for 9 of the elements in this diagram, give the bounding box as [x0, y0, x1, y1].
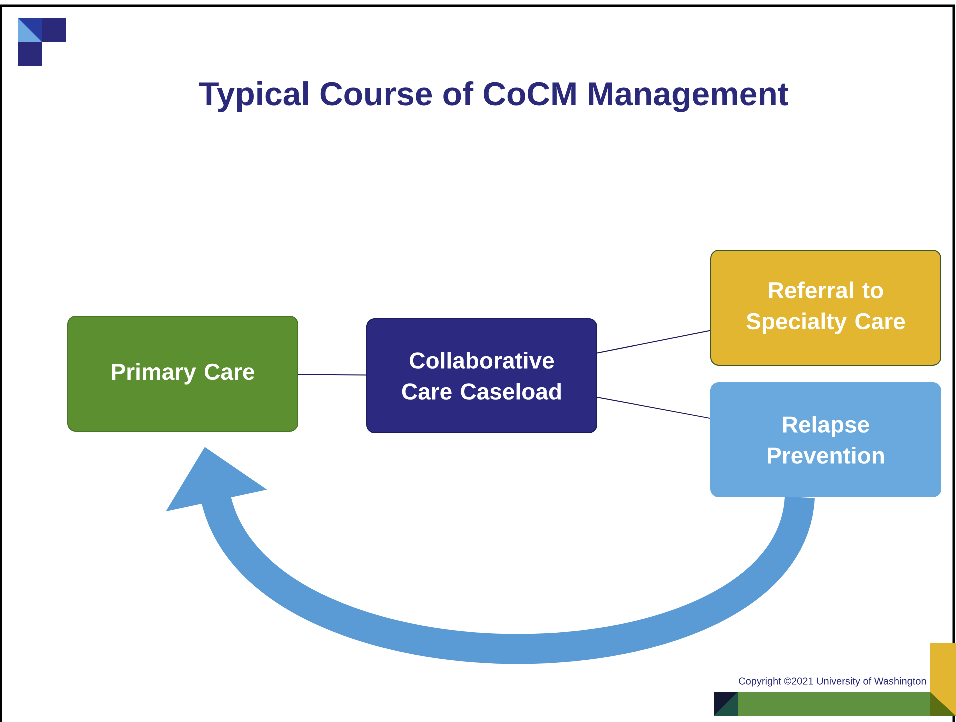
connector-line — [597, 396, 711, 420]
connector-line — [298, 374, 367, 376]
copyright-note: Copyright ©2021 University of Washington — [739, 677, 926, 687]
process-box: Referral to Specialty Care — [710, 250, 942, 366]
process-box: Relapse Prevention — [710, 382, 942, 498]
title: Typical Course of CoCM Management — [199, 82, 788, 112]
process-box: Collaborative Care Caseload — [366, 318, 598, 434]
connector-line — [597, 330, 711, 354]
process-box: Primary Care — [68, 316, 298, 432]
